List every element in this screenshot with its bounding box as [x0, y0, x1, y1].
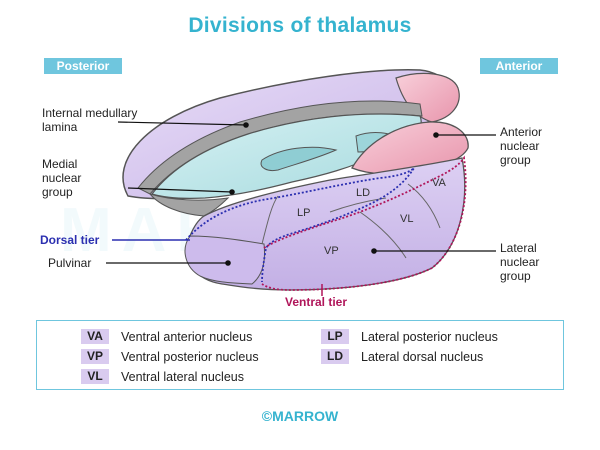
nucleus-lp-label: LP: [297, 207, 310, 219]
nucleus-vp-label: VP: [324, 245, 339, 257]
label-medial-2: nuclear: [42, 171, 81, 185]
legend-text: Lateral dorsal nucleus: [361, 349, 484, 364]
leader-medial: [127, 187, 233, 193]
divider-ld-vl: [329, 197, 387, 213]
label-anterior-3: group: [500, 153, 531, 167]
legend-text: Lateral posterior nucleus: [361, 329, 498, 344]
label-internal-medullary-2: lamina: [42, 120, 78, 134]
label-dorsal-tier: Dorsal tier: [40, 233, 100, 247]
leader-dot-anterior: [433, 132, 439, 138]
leader-dot-medial: [229, 189, 235, 195]
nucleus-ld-label: LD: [356, 187, 370, 199]
posterior-tag: Posterior: [44, 58, 122, 74]
anterior-tag: Anterior: [480, 58, 558, 74]
divider-vl-vp: [359, 211, 407, 259]
label-lateral-3: group: [500, 269, 531, 283]
legend-abbr: VL: [81, 369, 109, 384]
legend-item-vp: VP Ventral posterior nucleus: [81, 349, 259, 364]
nucleus-va-label: VA: [432, 177, 447, 189]
label-lateral-1: Lateral: [500, 241, 537, 255]
legend-box: VA Ventral anterior nucleus VP Ventral p…: [36, 320, 564, 390]
legend-abbr: VA: [81, 329, 109, 344]
footer-copyright: ©MARROW: [261, 408, 339, 424]
legend-abbr: VP: [81, 349, 109, 364]
legend-text: Ventral anterior nucleus: [121, 329, 253, 344]
lamina-lower-band: [148, 193, 230, 217]
leader-dot-lateral: [371, 248, 377, 254]
legend-item-va: VA Ventral anterior nucleus: [81, 329, 252, 344]
legend-abbr: LP: [321, 329, 349, 344]
label-lateral-2: nuclear: [500, 255, 539, 269]
divider-va-vl: [407, 183, 441, 229]
leader-dot-pulvinar: [225, 260, 231, 266]
legend-text: Ventral posterior nucleus: [121, 349, 259, 364]
leader-internal-medullary: [117, 121, 247, 126]
label-medial-1: Medial: [42, 157, 77, 171]
ventral-tier-boundary: [261, 155, 467, 291]
label-anterior-2: nuclear: [500, 139, 539, 153]
legend-text: Ventral lateral nucleus: [121, 369, 244, 384]
nucleus-vl-label: VL: [400, 213, 413, 225]
label-medial-3: group: [42, 185, 73, 199]
dorsal-tier-boundary: [185, 167, 415, 283]
label-pulvinar: Pulvinar: [48, 256, 91, 270]
label-ventral-tier: Ventral tier: [285, 295, 347, 309]
label-internal-medullary-1: Internal medullary: [42, 106, 137, 120]
page-title: Divisions of thalamus: [188, 14, 412, 37]
label-anterior-1: Anterior: [500, 125, 542, 139]
leader-dot-internal-medullary: [243, 122, 249, 128]
pulvinar-region: [184, 235, 265, 285]
medial-group-fold: [260, 146, 338, 171]
legend-abbr: LD: [321, 349, 349, 364]
legend-item-ld: LD Lateral dorsal nucleus: [321, 349, 483, 364]
divider-lp-vp: [261, 195, 279, 245]
legend-item-lp: LP Lateral posterior nucleus: [321, 329, 498, 344]
legend-item-vl: VL Ventral lateral nucleus: [81, 369, 244, 384]
